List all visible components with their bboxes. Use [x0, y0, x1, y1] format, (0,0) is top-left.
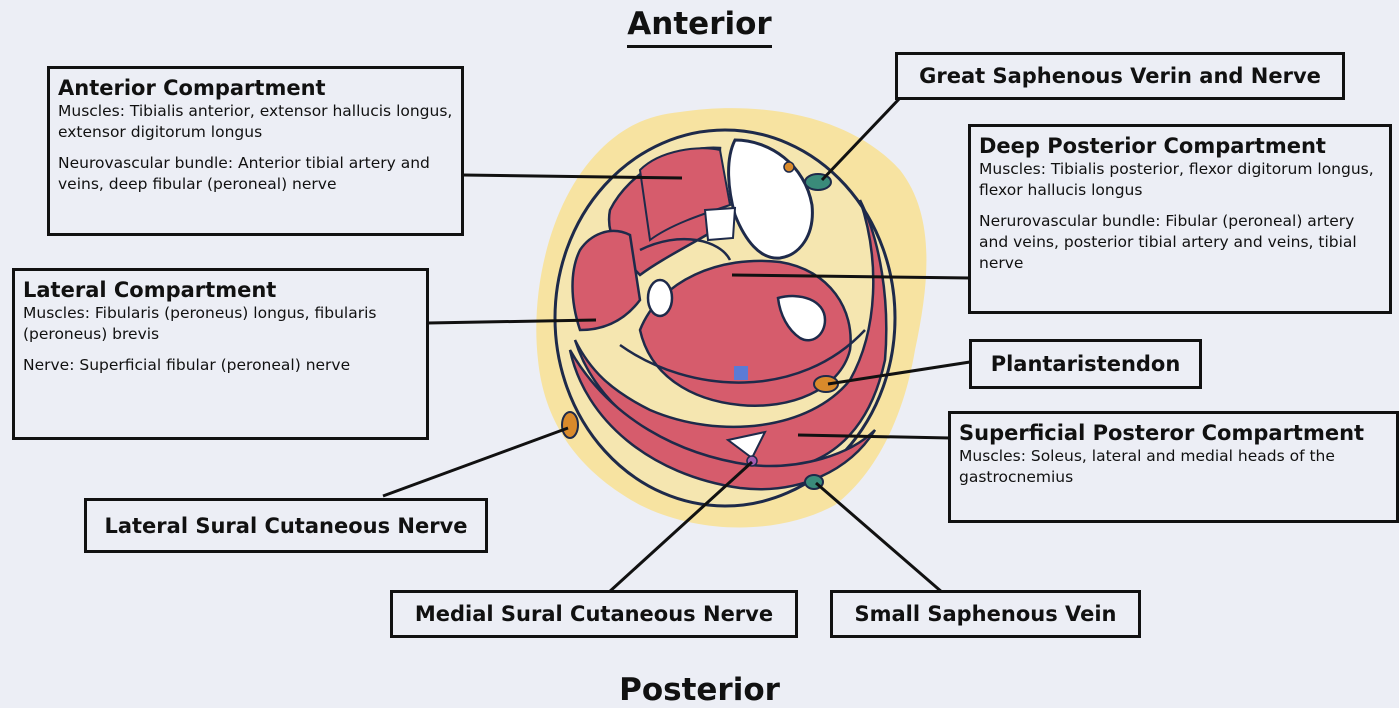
lateral-compartment-nerve: Nerve: Superficial fibular (peroneal) ne…	[23, 355, 418, 376]
leader-small-saphenous	[816, 483, 943, 593]
lateral-sural-box: Lateral Sural Cutaneous Nerve	[84, 498, 488, 553]
lateral-compartment-box: Lateral Compartment Muscles: Fibularis (…	[12, 268, 429, 440]
anterior-compartment-box: Anterior Compartment Muscles: Tibialis a…	[47, 66, 464, 236]
small-saphenous-label: Small Saphenous Vein	[854, 601, 1116, 627]
lateral-compartment-title: Lateral Compartment	[23, 277, 418, 303]
fibula-bone	[648, 280, 672, 316]
deep-posterior-compartment-box: Deep Posterior Compartment Muscles: Tibi…	[968, 124, 1392, 314]
small-saphenous-box: Small Saphenous Vein	[830, 590, 1141, 638]
anterior-compartment-muscles: Muscles: Tibialis anterior, extensor hal…	[58, 101, 453, 143]
great-saphenous-label: Great Saphenous Verin and Nerve	[919, 63, 1321, 89]
deep-posterior-title: Deep Posterior Compartment	[979, 133, 1381, 159]
plantaris-box: Plantaristendon	[969, 339, 1202, 389]
superficial-posterior-title: Superficial Posteror Compartment	[959, 420, 1392, 446]
deep-posterior-muscles: Muscles: Tibialis posterior, flexor digi…	[979, 159, 1381, 201]
tibial-neurovascular-marker	[734, 366, 748, 380]
lateral-sural-label: Lateral Sural Cutaneous Nerve	[104, 513, 467, 539]
great-saphenous-box: Great Saphenous Verin and Nerve	[895, 52, 1345, 100]
medial-sural-box: Medial Sural Cutaneous Nerve	[390, 590, 798, 638]
interosseous-space	[705, 208, 735, 240]
plantaris-label: Plantaristendon	[991, 351, 1181, 377]
superficial-posterior-muscles: Muscles: Soleus, lateral and medial head…	[959, 446, 1392, 488]
deep-posterior-neurovascular: Nerurovascular bundle: Fibular (peroneal…	[979, 211, 1381, 274]
lateral-compartment-muscles: Muscles: Fibularis (peroneus) longus, fi…	[23, 303, 418, 345]
great-saphenous-nerve	[784, 162, 794, 172]
anterior-compartment-title: Anterior Compartment	[58, 75, 453, 101]
anterior-compartment-neurovascular: Neurovascular bundle: Anterior tibial ar…	[58, 153, 453, 195]
medial-sural-label: Medial Sural Cutaneous Nerve	[415, 601, 773, 627]
lateral-sural-nerve	[562, 412, 578, 438]
superficial-posterior-compartment-box: Superficial Posteror Compartment Muscles…	[948, 411, 1399, 523]
